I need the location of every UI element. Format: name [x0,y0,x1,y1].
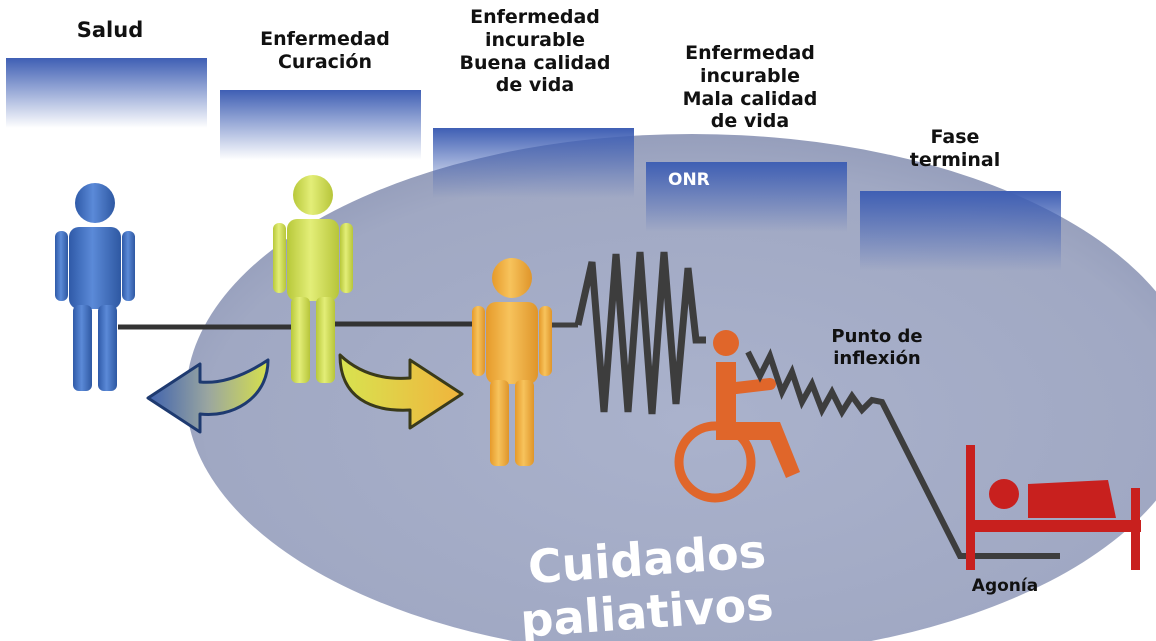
stage-box-mala [646,162,847,232]
stage-label-terminal: Fase terminal [909,126,1001,171]
stage-box-buena [433,128,634,198]
stage-label-curacion: Enfermedad Curación [260,28,390,73]
curved-arrow-icon-left [146,358,270,434]
stage-label-buena: Enfermedad incurable Buena calidad de vi… [459,6,611,97]
stage-label-mala: Enfermedad incurable Mala calidad de vid… [682,42,818,133]
agony-label: Agonía [971,576,1039,596]
stage-box-curacion [220,90,421,160]
stage-box-salud [6,58,207,128]
zigzag-line-decline [745,348,1060,559]
stage-label-salud: Salud [76,18,144,42]
inflection-point-label: Punto de inflexión [831,326,923,369]
zigzag-line-large [574,251,706,415]
onr-label: ONR [668,170,710,190]
bed-icon [966,445,1141,570]
stage-box-terminal [860,191,1061,271]
curved-arrow-icon-right [338,353,464,430]
person-icon-salud [55,183,135,391]
wheelchair-icon [674,330,800,503]
